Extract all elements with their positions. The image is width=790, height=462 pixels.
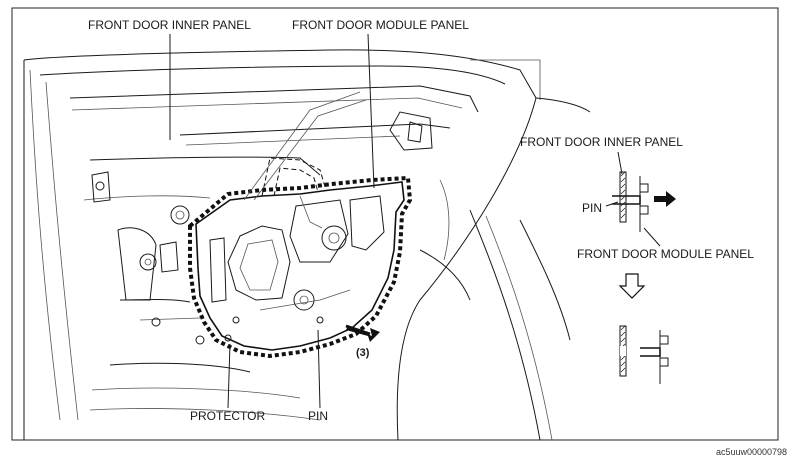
label-detail-front-door-inner-panel: FRONT DOOR INNER PANEL [520, 135, 683, 149]
label-step-3: (3) [356, 347, 370, 359]
door-illustration [23, 49, 591, 441]
figure-frame [11, 7, 779, 441]
detail-view [605, 151, 676, 384]
module-panel [188, 91, 413, 359]
label-front-door-module-panel: FRONT DOOR MODULE PANEL [292, 18, 469, 32]
reference-code: ac5uuw00000798 [716, 447, 787, 457]
pull-arrow-3 [345, 324, 380, 342]
label-detail-pin: PIN [582, 201, 602, 215]
down-arrow-icon [618, 273, 646, 299]
label-detail-front-door-module-panel: FRONT DOOR MODULE PANEL [577, 247, 754, 261]
label-pin: PIN [308, 409, 328, 423]
pull-arrow-right [654, 191, 676, 207]
label-front-door-inner-panel: FRONT DOOR INNER PANEL [88, 18, 251, 32]
label-protector: PROTECTOR [190, 409, 265, 423]
